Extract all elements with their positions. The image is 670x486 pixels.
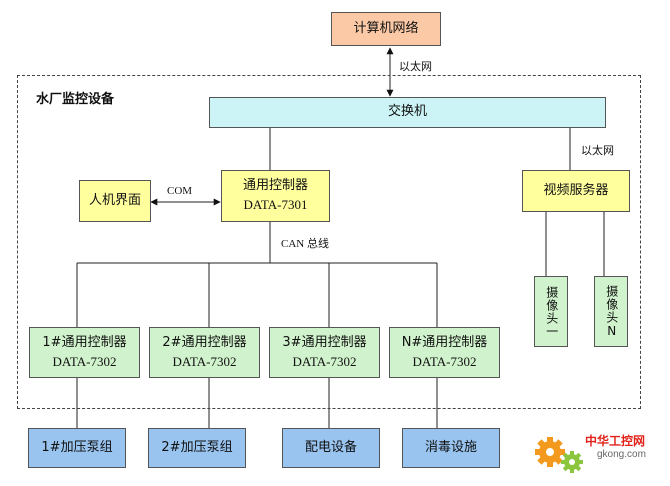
main-controller-node: 通用控制器 DATA-7301	[221, 170, 330, 222]
switch-node: 交换机	[209, 97, 606, 128]
device-node-3: 配电设备	[282, 428, 380, 468]
device-node-n: 消毒设施	[402, 428, 500, 468]
ethernet-label-video: 以太网	[581, 144, 614, 157]
sub-controller-n-name: N#通用控制器	[401, 334, 488, 350]
camera-n-label: 摄像头N	[604, 284, 619, 339]
sub-controller-2-name: 2#通用控制器	[162, 334, 247, 350]
sub-controller-3-model: DATA-7302	[292, 353, 357, 369]
sub-controller-node-1: 1#通用控制器 DATA-7302	[29, 327, 140, 378]
device-3-label: 配电设备	[304, 439, 357, 455]
sub-controller-1-model: DATA-7302	[52, 353, 117, 369]
device-2-label: 2#加压泵组	[161, 439, 233, 455]
camera-1-label: 摄像头一	[544, 285, 559, 338]
sub-controller-node-3: 3#通用控制器 DATA-7302	[269, 327, 380, 378]
device-n-label: 消毒设施	[424, 439, 477, 455]
device-1-label: 1#加压泵组	[41, 439, 113, 455]
hmi-node: 人机界面	[79, 180, 151, 222]
computer-network-node: 计算机网络	[331, 12, 441, 46]
hmi-label: 人机界面	[88, 192, 141, 208]
sub-controller-node-n: N#通用控制器 DATA-7302	[389, 327, 500, 378]
main-controller-name: 通用控制器	[242, 178, 308, 194]
watermark-title: 中华工控网	[585, 434, 646, 448]
main-controller-model: DATA-7301	[243, 197, 308, 212]
computer-network-label: 计算机网络	[353, 20, 419, 36]
switch-label: 交换机	[387, 104, 427, 120]
device-node-1: 1#加压泵组	[28, 428, 126, 468]
sub-controller-2-model: DATA-7302	[172, 353, 237, 369]
camera-node-n: 摄像头N	[594, 276, 628, 347]
can-bus-label: CAN 总线	[281, 238, 329, 250]
video-server-node: 视频服务器	[522, 170, 630, 212]
plant-region	[17, 75, 641, 409]
ethernet-label-top: 以太网	[399, 60, 432, 73]
sub-controller-node-2: 2#通用控制器 DATA-7302	[149, 327, 260, 378]
region-title: 水厂监控设备	[36, 92, 115, 107]
camera-node-1: 摄像头一	[534, 276, 568, 347]
sub-controller-3-name: 3#通用控制器	[282, 334, 367, 350]
watermark-url: gkong.com	[597, 449, 646, 460]
video-server-label: 视频服务器	[543, 182, 609, 198]
sub-controller-n-model: DATA-7302	[412, 353, 477, 369]
sub-controller-1-name: 1#通用控制器	[42, 334, 127, 350]
com-label: COM	[167, 185, 193, 197]
gear-logo-icon	[535, 437, 583, 473]
device-node-2: 2#加压泵组	[148, 428, 246, 468]
